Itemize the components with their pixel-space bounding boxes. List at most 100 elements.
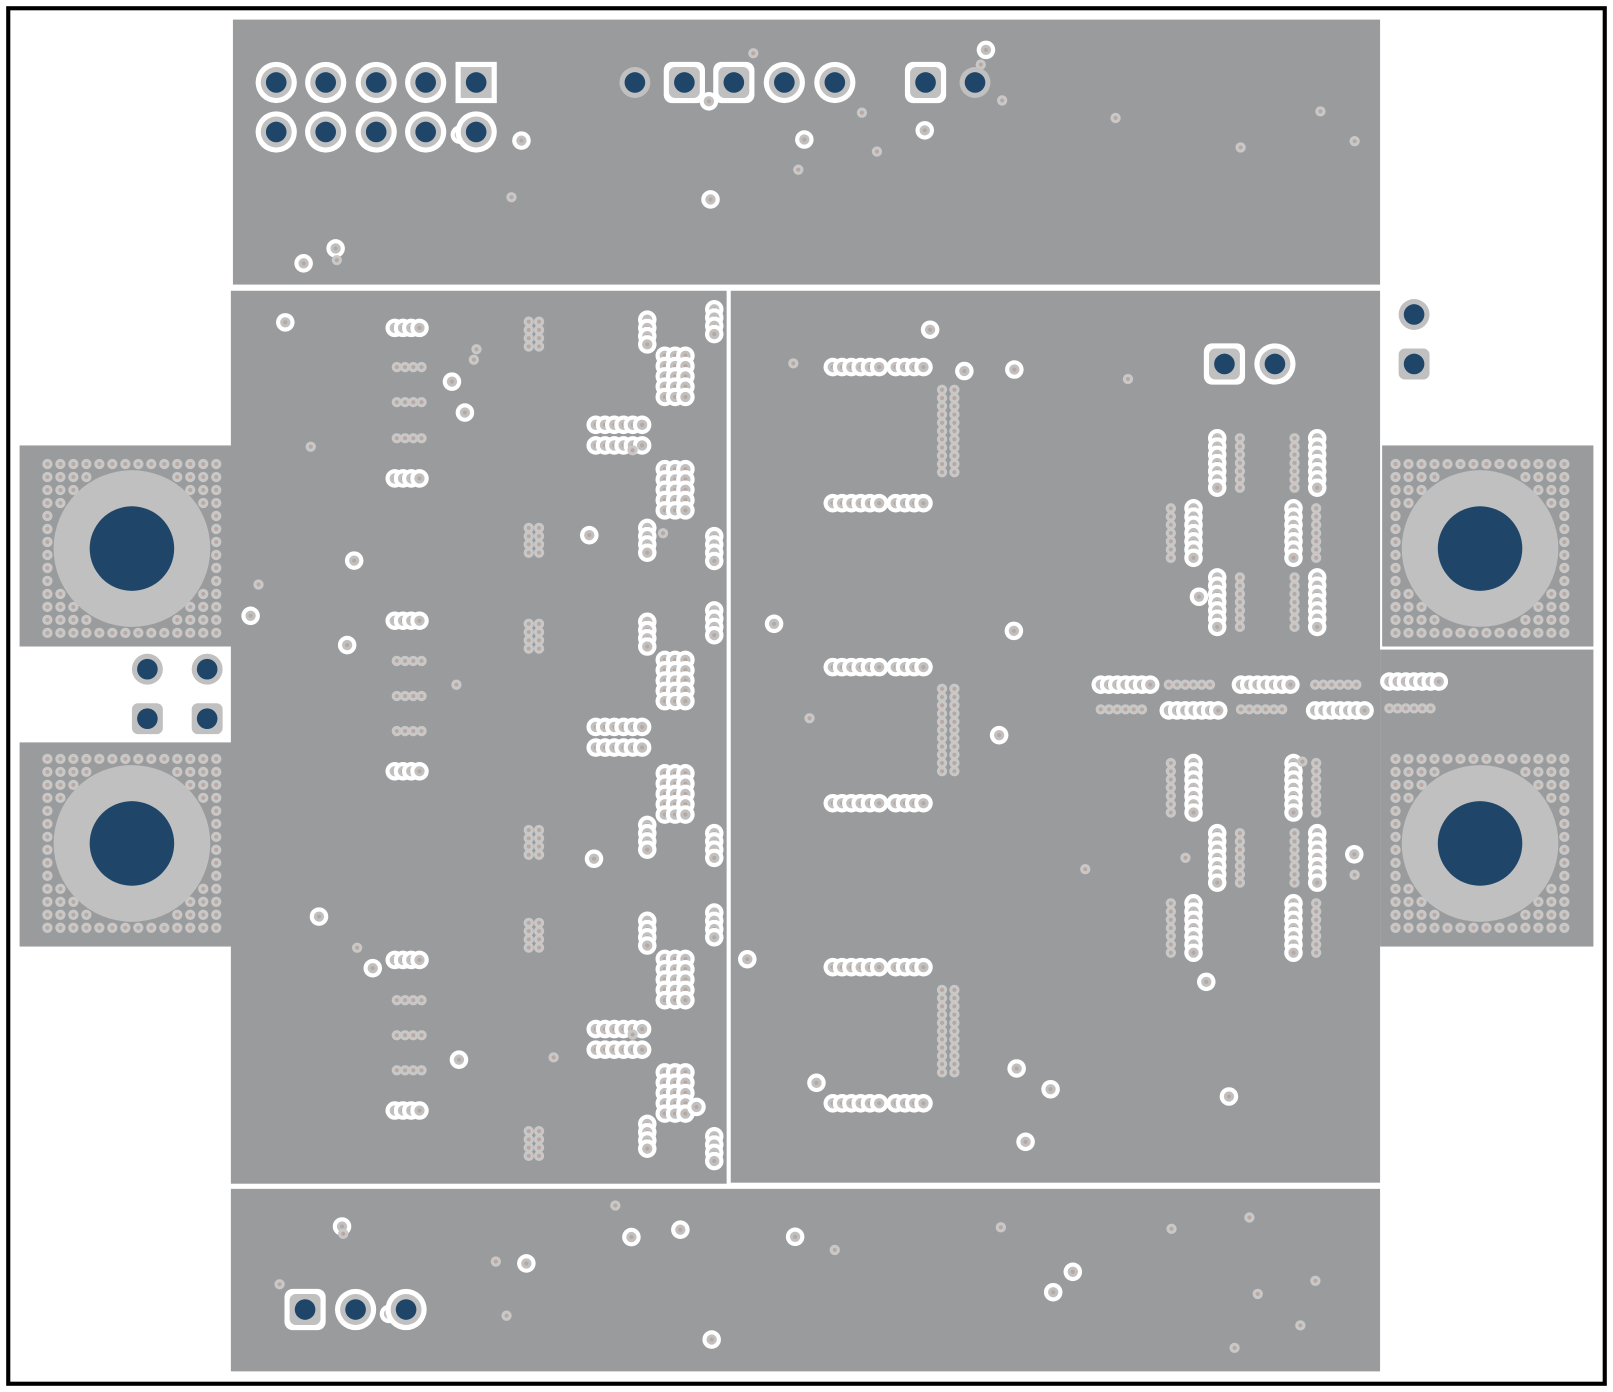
via-drill [807,716,812,721]
via-drill [1549,925,1554,930]
via-drill [71,912,76,917]
via-drill [45,847,50,852]
via-drill [662,688,667,693]
via-drill [662,977,667,982]
via-drill [952,1045,957,1050]
via-drill [45,617,50,622]
via-drill [308,444,313,449]
via-drill [1321,682,1326,687]
via-drill [673,987,678,992]
pad-drill [315,72,336,93]
via-drill [1012,367,1017,372]
via-drill [45,873,50,878]
via-drill [645,644,650,649]
via-drill [1292,444,1297,449]
via-drill [939,711,945,716]
via-drill [45,808,50,813]
via-drill [1314,522,1319,527]
via-drill [1393,461,1398,467]
through-hole-pads [126,61,1435,1331]
via-drill [1292,831,1297,836]
via-drill [526,525,531,530]
via-drill [1420,706,1425,711]
via-drill [673,977,678,982]
via-drill [1484,630,1489,635]
via-drill [673,1101,678,1106]
via-drill [662,678,667,683]
via-drill [1168,777,1173,782]
via-drill [1354,682,1359,687]
via-drill [939,395,945,401]
via-drill [952,395,957,401]
via-drill [939,387,945,392]
via-drill [673,1090,678,1096]
via-drill [1562,886,1567,891]
via-drill [1183,682,1188,687]
via-drill [921,665,926,670]
via-drill [613,1203,618,1208]
via-drill [939,461,945,467]
via-drill [939,996,945,1001]
via-drill [402,1033,408,1038]
via-drill [58,604,63,609]
via-drill [1510,630,1515,635]
via-drill [952,1020,957,1025]
via-drill [1314,925,1319,931]
via-drill [536,1153,542,1158]
via-drill [1196,594,1202,599]
via-drill [1314,901,1319,906]
via-drill [1562,539,1567,545]
via-drill [201,886,206,891]
via-drill [45,630,50,635]
via-drill [71,604,76,609]
via-drill [1292,847,1297,852]
via-drill [411,693,416,699]
via-drill [1204,979,1209,984]
via-drill [1255,707,1260,712]
via-drill [877,501,882,506]
via-drill [1337,682,1342,687]
via-drill [952,404,957,409]
via-drill [673,771,678,776]
via-drill [998,1225,1003,1230]
via-drill [673,657,678,662]
via-drill [188,461,193,467]
via-drill [188,474,193,480]
via-drill [712,558,717,563]
via-drill [149,756,154,761]
via-drill [526,937,531,942]
via-drill [1291,950,1296,955]
via-drill [1471,925,1476,930]
via-drill [1523,756,1528,761]
via-drill [214,461,219,467]
via-drill [394,1068,399,1073]
via-drill [673,467,678,472]
via-drill [71,899,76,904]
via-drill [662,956,667,961]
via-drill [526,1129,531,1134]
pad-drill [415,121,436,143]
via-drill [214,474,219,480]
via-drill [175,474,180,480]
via-drill [110,925,115,930]
via-drill [45,526,50,532]
copper-pour [230,290,727,1184]
via-drill [1314,934,1319,939]
via-drill [645,342,650,347]
via-drill [673,678,678,683]
via-drill [662,812,667,817]
via-drill [1432,617,1437,622]
via-drill [1292,624,1297,629]
via-drill [1292,855,1297,860]
via-drill [1393,513,1398,519]
via-drill [1432,461,1437,467]
mounting-holes [53,470,1559,922]
via-drill [162,756,167,761]
via-drill [536,319,542,324]
via-drill [58,899,63,904]
via-drill [683,699,688,704]
via-drill [660,531,666,536]
via-drill [673,668,678,673]
via-drill [1232,1345,1237,1350]
via-drill [952,1029,957,1034]
